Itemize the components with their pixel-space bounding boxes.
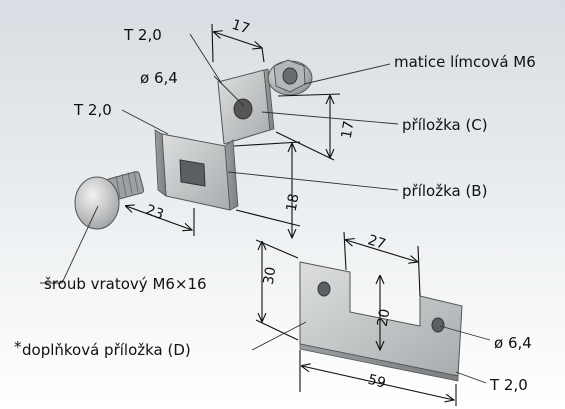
plate-b <box>154 129 239 211</box>
dim-27: 27 <box>366 232 388 253</box>
label-t-bottom: T 2,0 <box>489 376 528 394</box>
plate-c <box>217 68 275 145</box>
label-plate-d: doplňková příložka (D) <box>22 341 191 359</box>
dim-20: 20 <box>375 308 394 328</box>
flange-nut <box>267 59 313 96</box>
dim-17-top: 17 <box>230 17 252 38</box>
dim-23: 23 <box>144 202 166 223</box>
dim-59: 59 <box>366 372 387 392</box>
label-diameter-bottom: ø 6,4 <box>494 334 532 352</box>
label-t-top: T 2,0 <box>123 26 162 44</box>
label-plate-d-star: * <box>14 338 22 356</box>
dimension-lines <box>126 23 457 406</box>
label-bolt: šroub vratový M6×16 <box>44 275 207 293</box>
leader-lines <box>40 33 491 384</box>
plate-b-square-hole <box>179 159 206 187</box>
label-plate-b: příložka (B) <box>402 182 487 200</box>
dim-18: 18 <box>284 192 303 212</box>
carriage-bolt <box>74 170 145 230</box>
dim-17-side: 17 <box>339 120 358 140</box>
label-nut: matice límcová M6 <box>394 53 536 71</box>
label-t-middle: T 2,0 <box>73 101 112 119</box>
dim-30: 30 <box>261 266 280 286</box>
plate-d-hole-right <box>431 317 445 333</box>
plate-c-hole <box>233 98 253 120</box>
label-diameter-top: ø 6,4 <box>140 69 178 87</box>
plate-d-hole-left <box>317 281 331 297</box>
nut-hole <box>282 67 298 85</box>
label-plate-c: příložka (C) <box>402 116 488 134</box>
